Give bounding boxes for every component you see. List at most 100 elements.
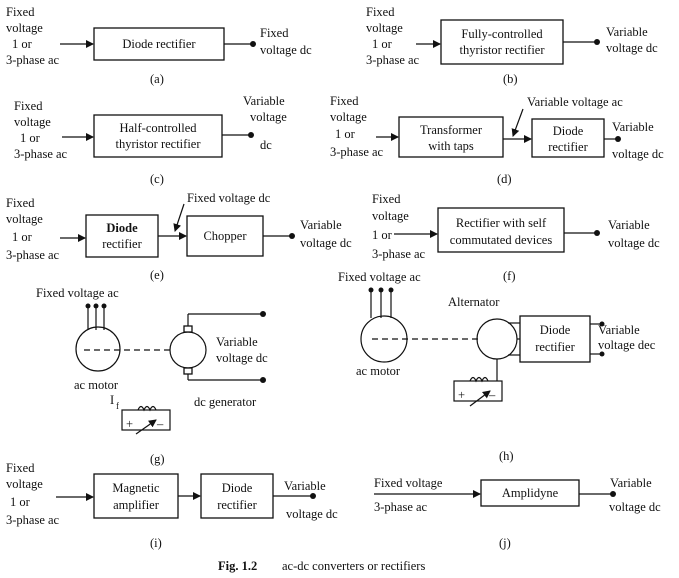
- e-output-line1: Variable: [300, 218, 342, 232]
- d-block2-line1: Diode: [553, 124, 584, 138]
- g-output-terminal-bot: [260, 377, 266, 383]
- h-alternator: [476, 318, 518, 360]
- a-input-line1: Fixed: [6, 5, 35, 19]
- g-rheostat-icon: [135, 419, 157, 435]
- g-field-label: I: [110, 393, 114, 407]
- d-label: (d): [497, 172, 512, 186]
- f-output-terminal: [594, 230, 600, 236]
- diagram-e: Fixed voltage 1 or 3-phase ac Diode rect…: [6, 191, 352, 282]
- c-input-line3: 1 or: [20, 131, 41, 145]
- d-input-line4: 3-phase ac: [330, 145, 384, 159]
- g-output-terminal-top: [260, 311, 266, 317]
- i-input-line2: voltage: [6, 477, 43, 491]
- g-output-line1: Variable: [216, 335, 258, 349]
- g-ac-motor: [75, 326, 121, 372]
- e-block2: [186, 215, 264, 257]
- j-input-line2: 3-phase ac: [374, 500, 428, 514]
- e-block1-line2: rectifier: [102, 237, 142, 251]
- d-output-terminal: [615, 136, 621, 142]
- g-brush-top: [183, 325, 193, 333]
- d-block2-line2: rectifier: [548, 140, 588, 154]
- a-input-line3: 1 or: [12, 37, 33, 51]
- figure-caption: Fig. 1.2 ac-dc converters or rectifiers: [218, 559, 425, 573]
- j-label: (j): [499, 536, 511, 550]
- i-output-line2: voltage dc: [286, 507, 338, 521]
- g-output-line2: voltage dc: [216, 351, 268, 365]
- d-mid-pointer: [511, 108, 524, 137]
- i-output-line1: Variable: [284, 479, 326, 493]
- b-input-line4: 3-phase ac: [366, 53, 420, 67]
- diagram-h: Fixed voltage ac Alternator Diode rectif…: [338, 270, 656, 463]
- diagram-f: Fixed voltage 1 or 3-phase ac Rectifier …: [372, 192, 660, 283]
- i-output-terminal: [310, 493, 316, 499]
- b-input-line3: 1 or: [372, 37, 393, 51]
- d-block2: [531, 118, 605, 158]
- c-label: (c): [150, 172, 164, 186]
- h-rheostat-icon: [469, 390, 491, 407]
- h-minus-sign: –: [488, 388, 496, 402]
- d-block1-line1: Transformer: [420, 123, 483, 137]
- g-field-coil-icon: [137, 405, 157, 412]
- g-label: (g): [150, 452, 165, 466]
- diagram-a: Fixed voltage 1 or 3-phase ac Diode rect…: [6, 5, 312, 86]
- diagram-b: Fixed voltage 1 or 3-phase ac Fully-cont…: [366, 5, 658, 86]
- diagram-c: Fixed voltage 1 or 3-phase ac Half-contr…: [14, 94, 287, 186]
- j-block: [480, 479, 580, 507]
- c-input-line1: Fixed: [14, 99, 43, 113]
- d-mid-label: Variable voltage ac: [527, 95, 623, 109]
- g-supply-label: Fixed voltage ac: [36, 286, 119, 300]
- diagram-d: Fixed voltage 1 or 3-phase ac Transforme…: [330, 94, 664, 186]
- c-output-line3: dc: [260, 138, 272, 152]
- h-block-line2: rectifier: [535, 340, 575, 354]
- f-output-line2: voltage dc: [608, 236, 660, 250]
- c-output-line2: voltage: [250, 110, 287, 124]
- g-field-subscript: f: [116, 401, 119, 411]
- b-block: [440, 19, 564, 65]
- i-block1-line1: Magnetic: [112, 481, 160, 495]
- c-block-line1: Half-controlled: [119, 121, 197, 135]
- e-input-line4: 3-phase ac: [6, 248, 60, 262]
- h-block-line1: Diode: [540, 323, 571, 337]
- d-output-line1: Variable: [612, 120, 654, 134]
- e-mid-pointer: [173, 203, 185, 232]
- f-block: [437, 207, 565, 253]
- d-input-line3: 1 or: [335, 127, 356, 141]
- f-block-line2: commutated devices: [450, 233, 553, 247]
- e-input-line2: voltage: [6, 212, 43, 226]
- i-block2-line1: Diode: [222, 481, 253, 495]
- e-block1-line1: Diode: [106, 221, 138, 235]
- g-dc-generator: [169, 331, 207, 369]
- i-label: (i): [150, 536, 162, 550]
- diagram-i: Fixed voltage 1 or 3-phase ac Magnetic a…: [6, 461, 338, 550]
- c-block-line2: thyristor rectifier: [115, 137, 201, 151]
- a-label: (a): [150, 72, 164, 86]
- c-output-line1: Variable: [243, 94, 285, 108]
- i-block1: [93, 473, 179, 519]
- f-input-line3: 1 or: [372, 228, 393, 242]
- h-block: [519, 315, 591, 363]
- h-plus-sign: +: [458, 388, 465, 402]
- g-plus-sign: +: [126, 417, 133, 431]
- d-block1-line2: with taps: [428, 139, 474, 153]
- h-supply-terminal1: [368, 287, 374, 293]
- i-block2-line2: rectifier: [217, 498, 257, 512]
- d-input-line2: voltage: [330, 110, 367, 124]
- h-supply-label: Fixed voltage ac: [338, 270, 421, 284]
- h-field-circuit: [453, 380, 503, 402]
- g-supply-terminal2: [93, 303, 99, 309]
- e-input-line3: 1 or: [12, 230, 33, 244]
- diagram-j: Fixed voltage 3-phase ac Amplidyne Varia…: [374, 476, 661, 550]
- b-input-line2: voltage: [366, 21, 403, 35]
- h-output-terminal-top: [599, 321, 605, 327]
- a-block-label: Diode rectifier: [122, 37, 196, 51]
- e-mid-label: Fixed voltage dc: [187, 191, 271, 205]
- h-output-line2: voltage dec: [598, 338, 656, 352]
- f-label: (f): [503, 269, 516, 283]
- d-output-line2: voltage dc: [612, 147, 664, 161]
- e-output-terminal: [289, 233, 295, 239]
- f-input-line1: Fixed: [372, 192, 401, 206]
- h-motor-label: ac motor: [356, 364, 401, 378]
- c-block: [93, 114, 223, 158]
- e-input-line1: Fixed: [6, 196, 35, 210]
